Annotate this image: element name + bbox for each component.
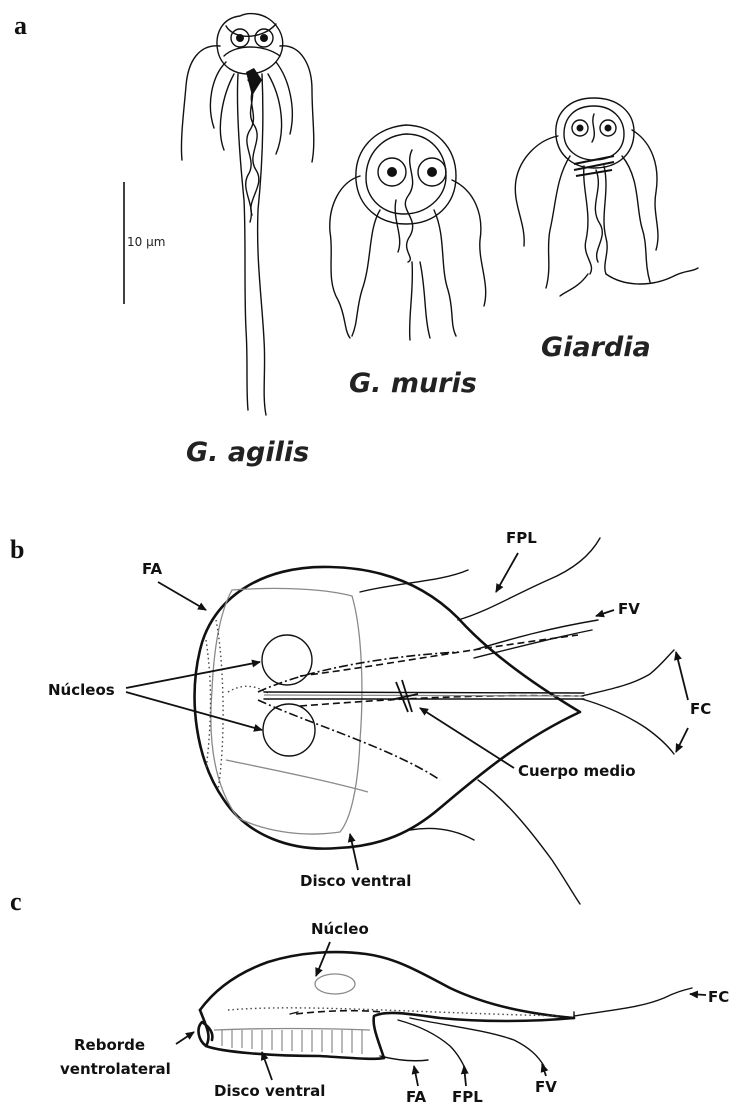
- label-fa: FA: [142, 560, 163, 578]
- panel-b-letter: b: [10, 535, 24, 564]
- arrow-fc-top: [676, 652, 688, 700]
- scale-bar-label: 10 µm: [127, 235, 165, 249]
- label-nucleos: Núcleos: [48, 681, 115, 699]
- label-reborde-line1: Reborde: [74, 1036, 145, 1054]
- species-label-g-muris: G. muris: [349, 368, 477, 399]
- species-label-g-agilis: G. agilis: [186, 437, 309, 468]
- arrow-fc-c: [690, 994, 706, 995]
- label-fpl: FPL: [506, 529, 537, 547]
- label-fa-c: FA: [406, 1088, 427, 1106]
- label-fv-c: FV: [535, 1078, 557, 1096]
- panel-c-letter: c: [10, 887, 22, 916]
- arrow-fa-c: [414, 1066, 418, 1086]
- label-fpl-c: FPL: [452, 1088, 483, 1106]
- label-cuerpo-medio: Cuerpo medio: [518, 762, 636, 780]
- arrow-fv: [596, 610, 614, 616]
- label-reborde-line2: ventrolateral: [60, 1060, 171, 1078]
- arrow-nucleos-top: [126, 662, 260, 688]
- label-disco-ventral-c: Disco ventral: [214, 1082, 325, 1100]
- arrow-cuerpo-medio: [420, 708, 514, 768]
- arrow-nucleo: [316, 942, 330, 976]
- trophozoite-lateral-view: [199, 952, 692, 1070]
- species-label-giardia: Giardia: [541, 332, 651, 363]
- label-fc-c: FC: [708, 988, 729, 1006]
- trophozoite-dorsal-view: [195, 538, 674, 904]
- label-disco-ventral-b: Disco ventral: [300, 872, 411, 890]
- label-fv: FV: [618, 600, 640, 618]
- panel-a-letter: a: [14, 11, 27, 40]
- arrow-fc-bottom: [676, 728, 688, 752]
- g-muris-drawing: [330, 125, 486, 340]
- arrow-fpl: [496, 553, 518, 592]
- arrow-disco-ventral-c: [262, 1052, 272, 1080]
- g-agilis-drawing: [181, 14, 313, 415]
- arrow-fa: [158, 582, 206, 610]
- arrow-disco-ventral-b: [350, 834, 358, 870]
- scale-bar: 10 µm: [124, 182, 165, 304]
- giardia-drawing: [515, 98, 698, 296]
- arrow-reborde: [176, 1032, 194, 1044]
- label-fc: FC: [690, 700, 711, 718]
- label-nucleo: Núcleo: [311, 920, 369, 938]
